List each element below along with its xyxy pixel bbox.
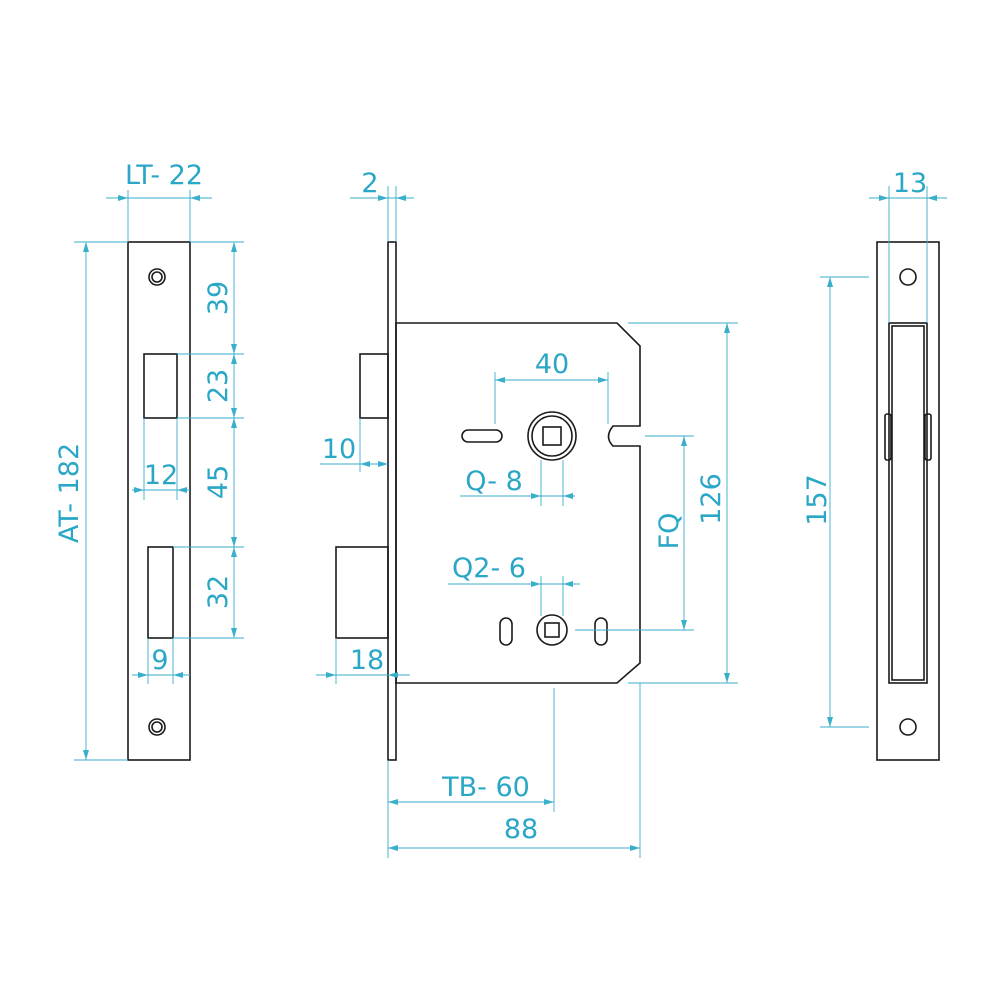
rear-tab-left <box>884 413 892 461</box>
label-tb: TB- 60 <box>441 772 530 803</box>
slot-left-lower <box>499 617 513 646</box>
front-view <box>127 241 191 761</box>
lock-case-body <box>395 322 641 684</box>
top-screw-hole <box>148 268 166 286</box>
forend-plate <box>127 241 191 761</box>
dimension-lines <box>74 186 947 858</box>
rear-view <box>876 241 940 761</box>
side-forend <box>387 241 397 761</box>
label-q2: Q2- 6 <box>452 553 526 584</box>
label-157: 157 <box>802 474 833 526</box>
deadbolt-opening <box>147 546 174 639</box>
label-45: 45 <box>203 465 234 499</box>
follower-outer <box>527 411 577 461</box>
label-88: 88 <box>504 814 538 845</box>
rear-top-hole <box>899 268 917 286</box>
rear-case <box>888 322 928 684</box>
latch-bolt <box>359 353 389 419</box>
label-lt: LT- 22 <box>125 160 203 191</box>
label-q: Q- 8 <box>465 466 523 497</box>
bottom-screw-hole <box>148 718 166 736</box>
label-39: 39 <box>203 281 234 315</box>
label-at: AT- 182 <box>54 443 85 543</box>
rear-plate <box>876 241 940 761</box>
label-12: 12 <box>144 460 178 491</box>
label-126: 126 <box>696 473 727 525</box>
dead-bolt <box>335 546 389 639</box>
label-fq: FQ <box>654 513 685 550</box>
slot-right-lower <box>594 617 608 646</box>
cylinder-hub <box>536 614 568 646</box>
label-18: 18 <box>350 645 384 676</box>
label-13: 13 <box>893 168 927 199</box>
side-view <box>335 241 641 761</box>
rear-tab-right <box>924 413 932 461</box>
label-32: 32 <box>203 575 234 609</box>
slot-left-upper <box>461 429 503 443</box>
arrowheads <box>83 195 937 851</box>
latch-opening <box>143 353 178 419</box>
label-40: 40 <box>535 349 569 380</box>
cylinder-square <box>544 622 560 638</box>
top-screw-hole-inner <box>151 271 163 283</box>
rear-case-inner <box>891 325 925 681</box>
dimension-labels: LT- 22 AT- 182 39 23 45 32 12 9 2 10 18 … <box>54 160 927 845</box>
bottom-screw-hole-inner <box>151 721 163 733</box>
label-23: 23 <box>203 369 234 403</box>
label-2: 2 <box>361 168 378 199</box>
rear-bottom-hole <box>899 718 917 736</box>
label-10: 10 <box>322 434 356 465</box>
follower-ring <box>531 415 573 457</box>
follower-square <box>542 426 562 446</box>
label-9: 9 <box>151 645 168 676</box>
